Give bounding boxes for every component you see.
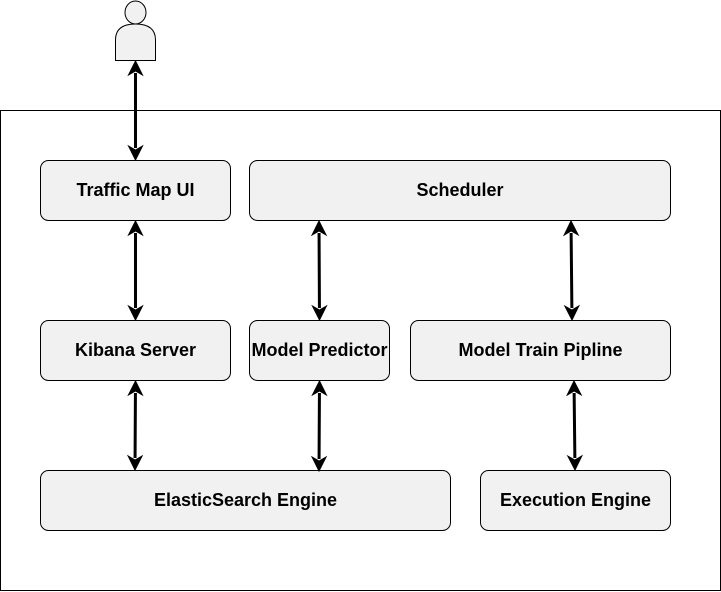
arrow-head-start <box>311 379 328 397</box>
node-label-scheduler: Scheduler <box>416 180 503 200</box>
arrow-scheduler-model-train-pipeline <box>562 219 581 322</box>
arrow-shaft <box>569 232 574 309</box>
arrow-user-traffic-map-ui <box>127 59 144 162</box>
arrow-scheduler-model-predictor <box>310 219 328 322</box>
arrow-head-end <box>127 144 144 162</box>
node-label-kibana-server: Kibana Server <box>75 340 196 360</box>
node-label-traffic-map-ui: Traffic Map UI <box>76 180 194 200</box>
arrow-head-start <box>127 379 144 397</box>
node-model-train-pipeline[interactable]: Model Train Pipline <box>410 320 671 381</box>
arrow-head-end <box>563 304 581 322</box>
node-execution-engine[interactable]: Execution Engine <box>480 470 671 531</box>
arrow-head-start <box>127 59 144 77</box>
arrow-head-end <box>126 454 144 472</box>
arrow-head-start <box>310 219 328 237</box>
node-label-execution-engine: Execution Engine <box>500 490 651 510</box>
arrow-head-end <box>127 304 144 322</box>
arrow-traffic-map-ui-kibana-server <box>127 219 144 322</box>
arrow-shaft <box>572 392 577 459</box>
node-scheduler[interactable]: Scheduler <box>249 160 671 221</box>
node-elasticsearch-engine[interactable]: ElasticSearch Engine <box>40 470 451 531</box>
node-kibana-server[interactable]: Kibana Server <box>40 320 231 381</box>
node-model-predictor[interactable]: Model Predictor <box>249 320 390 381</box>
connection-arrows <box>126 59 584 473</box>
node-label-model-train-pipeline: Model Train Pipline <box>458 340 622 360</box>
arrow-head-start <box>127 219 144 237</box>
node-label-elasticsearch-engine: ElasticSearch Engine <box>154 490 337 510</box>
arrow-head-start <box>565 379 583 397</box>
arrow-head-end <box>311 304 328 322</box>
node-traffic-map-ui[interactable]: Traffic Map UI <box>40 160 231 221</box>
node-label-model-predictor: Model Predictor <box>251 340 387 360</box>
arrow-head-end <box>566 454 584 472</box>
arrow-model-predictor-elasticsearch <box>310 379 328 473</box>
arrow-kibana-server-elasticsearch <box>126 379 144 472</box>
user-icon <box>115 0 156 61</box>
arrow-head-end <box>310 455 328 473</box>
arrow-head-start <box>562 219 580 237</box>
arrow-model-train-pipeline-execution-engine <box>565 379 584 472</box>
